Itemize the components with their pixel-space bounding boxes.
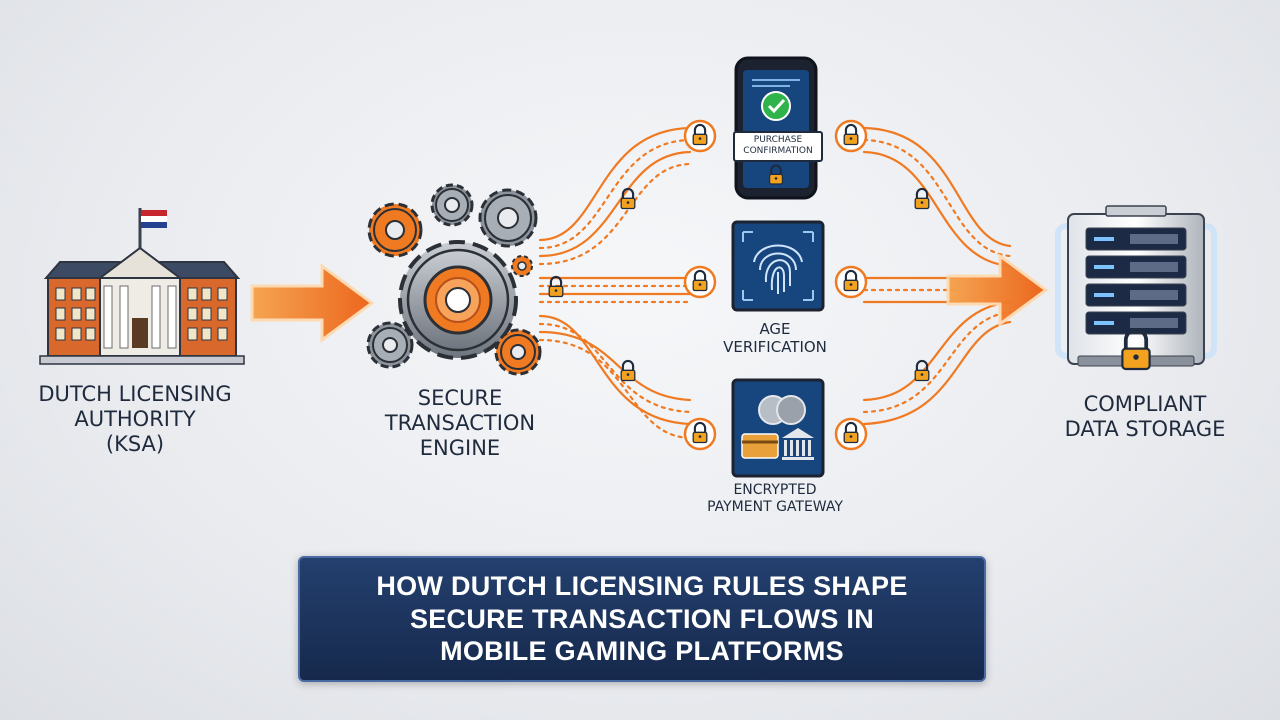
arrow-right-icon [250, 263, 375, 343]
label-line: DATA STORAGE [1064, 417, 1226, 442]
node-label-transaction-engine: SECURE TRANSACTION ENGINE [345, 386, 575, 462]
node-label-payment-gateway: ENCRYPTED PAYMENT GATEWAY [680, 482, 870, 516]
payment-card-icon [731, 378, 825, 478]
label-line: (KSA) [105, 432, 165, 457]
bank-icon [782, 428, 814, 460]
checkmark-icon [761, 91, 791, 121]
label-line: SECURE [417, 386, 503, 410]
label-line: ENGINE [419, 436, 501, 461]
label-line: PURCHASE [753, 135, 803, 145]
label-line: AGE [759, 320, 791, 338]
node-label-licensing-authority: DUTCH LICENSING AUTHORITY (KSA) [10, 382, 260, 458]
dutch-flag-icon [141, 210, 167, 228]
label-line: COMPLIANT [1083, 392, 1207, 416]
arrow-right-icon [946, 253, 1049, 327]
label-line: TRANSACTION [384, 411, 536, 436]
title-banner: HOW DUTCH LICENSING RULES SHAPE SECURE T… [298, 556, 986, 682]
banner-title-line: MOBILE GAMING PLATFORMS [440, 636, 844, 667]
banner-title-line: HOW DUTCH LICENSING RULES SHAPE [376, 571, 908, 602]
fingerprint-icon [731, 220, 825, 312]
smartphone-icon [734, 56, 818, 200]
flow-lines-left [538, 126, 692, 440]
gears-icon [366, 183, 542, 376]
node-label-data-storage: COMPLIANT DATA STORAGE [1030, 392, 1260, 442]
label-line: DUTCH LICENSING [38, 382, 232, 406]
label-line: PAYMENT GATEWAY [707, 498, 843, 515]
government-building-icon [39, 208, 245, 365]
server-icon [1055, 205, 1217, 371]
node-label-age-verification: AGE VERIFICATION [690, 320, 860, 356]
label-line: AUTHORITY [74, 407, 196, 432]
label-line: CONFIRMATION [743, 146, 813, 157]
flow-lines-right [862, 126, 1012, 426]
node-label-purchase-confirmation: PURCHASE CONFIRMATION [733, 131, 823, 162]
label-line: VERIFICATION [723, 338, 827, 356]
banner-title-line: SECURE TRANSACTION FLOWS IN [409, 603, 875, 634]
label-line: ENCRYPTED [733, 482, 817, 498]
